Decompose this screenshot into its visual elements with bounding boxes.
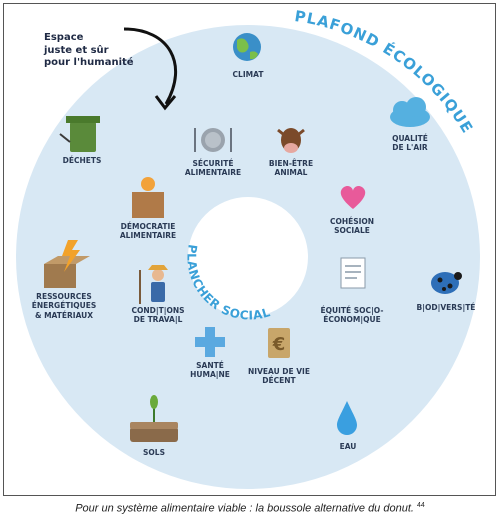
label-qualite-air: QUALITÉ DE L'AIR (392, 134, 428, 153)
arrow-icon (123, 27, 177, 105)
label-biodiversite: B|OD|VERS|TÉ (416, 303, 476, 312)
donut-diagram: PLAFOND ÉCOLOGIQUE PLANCHER SOCIAL (16, 7, 480, 489)
ladybug-icon (431, 272, 462, 294)
label-niveau-de-vie: NIVEAU DE VIE DÉCENT (248, 367, 310, 386)
document-icon (340, 257, 366, 289)
label-democratie-alimentaire: DÉMOCRATIE ALIMENTAIRE (119, 222, 177, 241)
donut-hole (188, 197, 308, 317)
footnote-number: 44 (417, 502, 425, 509)
plate-icon (194, 128, 232, 152)
label-sols: SOLS (143, 448, 165, 457)
caption-text: Pour un système alimentaire viable : la … (75, 502, 414, 515)
svg-text:€: € (272, 334, 286, 355)
globe-icon (233, 33, 261, 61)
label-sante-humaine: SANTÉ HUMA|NE (190, 361, 230, 380)
water-drop-icon (337, 401, 357, 435)
heart-icon (340, 185, 366, 209)
label-conditions-travail: COND|T|ONS DE TRAVA|L (131, 306, 185, 325)
label-dechets: DÉCHETS (62, 156, 102, 165)
label-securite-alimentaire: SÉCURITÉ ALIMENTAIRE (184, 159, 242, 178)
resources-icon (44, 240, 90, 288)
diagram-frame: PLAFOND ÉCOLOGIQUE PLANCHER SOCIAL (3, 3, 496, 496)
cloud-icon (390, 97, 430, 127)
label-climat: CLIMAT (232, 70, 264, 79)
label-equite-socio-economique: ÉQUITÉ SOC|O- ÉCONOM|QUE (320, 306, 384, 325)
cow-icon (277, 128, 305, 153)
label-cohesion-sociale: COHÉSION SOCIALE (329, 217, 375, 236)
arrow-head-icon (154, 95, 177, 111)
market-stall-icon (132, 177, 164, 218)
farmer-icon (139, 265, 168, 304)
health-cross-icon (195, 327, 225, 357)
trash-bin-icon (59, 116, 100, 152)
euro-icon: € (268, 328, 290, 358)
safe-space-note: Espace juste et sûr pour l'humanité (44, 32, 134, 68)
figure-caption: Pour un système alimentaire viable : la … (0, 502, 500, 515)
label-ressources: RESSOURCES ÉNERGÉTIQUES & MATÉRIAUX (31, 292, 97, 320)
label-bien-etre-animal: BIEN-ÊTRE ANIMAL (268, 159, 314, 178)
label-eau: EAU (339, 442, 357, 451)
soil-icon (130, 395, 178, 442)
